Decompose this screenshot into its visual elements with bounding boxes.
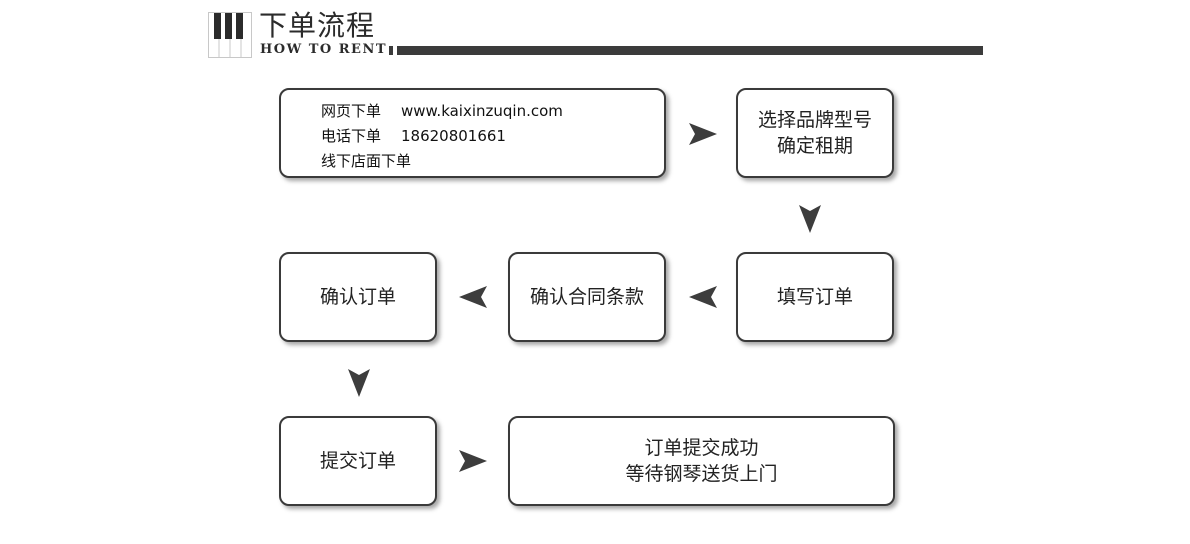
confirm-terms-label: 确认合同条款 <box>529 286 644 308</box>
order-channels-box: 网页下单 www.kaixinzuqin.com 电话下单 1862080166… <box>279 88 666 178</box>
arrow-right-icon <box>689 123 717 145</box>
web-order-url: www.kaixinzuqin.com <box>401 102 563 120</box>
choose-model-step: 选择品牌型号 确定租期 <box>736 88 894 178</box>
arrow-left-icon <box>689 286 717 308</box>
phone-order-number: 18620801661 <box>401 127 506 145</box>
order-success-label: 订单提交成功 <box>644 437 759 459</box>
arrow-down-icon <box>799 205 821 233</box>
phone-order-label: 电话下单 <box>321 127 382 145</box>
header-rule <box>397 46 983 55</box>
store-order-label: 线下店面下单 <box>321 152 412 170</box>
fill-order-step: 填写订单 <box>736 252 894 342</box>
header-rule-tick <box>389 46 393 55</box>
submit-order-step: 提交订单 <box>279 416 437 506</box>
rental-period-label: 确定租期 <box>776 135 853 157</box>
await-delivery-label: 等待钢琴送货上门 <box>625 463 778 485</box>
choose-model-label: 选择品牌型号 <box>757 109 872 131</box>
submit-order-label: 提交订单 <box>319 450 396 472</box>
arrow-down-icon <box>348 369 370 397</box>
web-order-label: 网页下单 <box>321 102 382 120</box>
page-subtitle: HOW TO RENT <box>260 42 388 57</box>
arrow-right-icon <box>459 450 487 472</box>
arrow-left-icon <box>459 286 487 308</box>
order-success-step: 订单提交成功 等待钢琴送货上门 <box>508 416 895 506</box>
confirm-order-step: 确认订单 <box>279 252 437 342</box>
confirm-order-label: 确认订单 <box>319 286 396 308</box>
fill-order-label: 填写订单 <box>776 286 853 308</box>
piano-keys-icon <box>208 12 252 58</box>
confirm-terms-step: 确认合同条款 <box>508 252 666 342</box>
page-title: 下单流程 <box>259 9 376 42</box>
